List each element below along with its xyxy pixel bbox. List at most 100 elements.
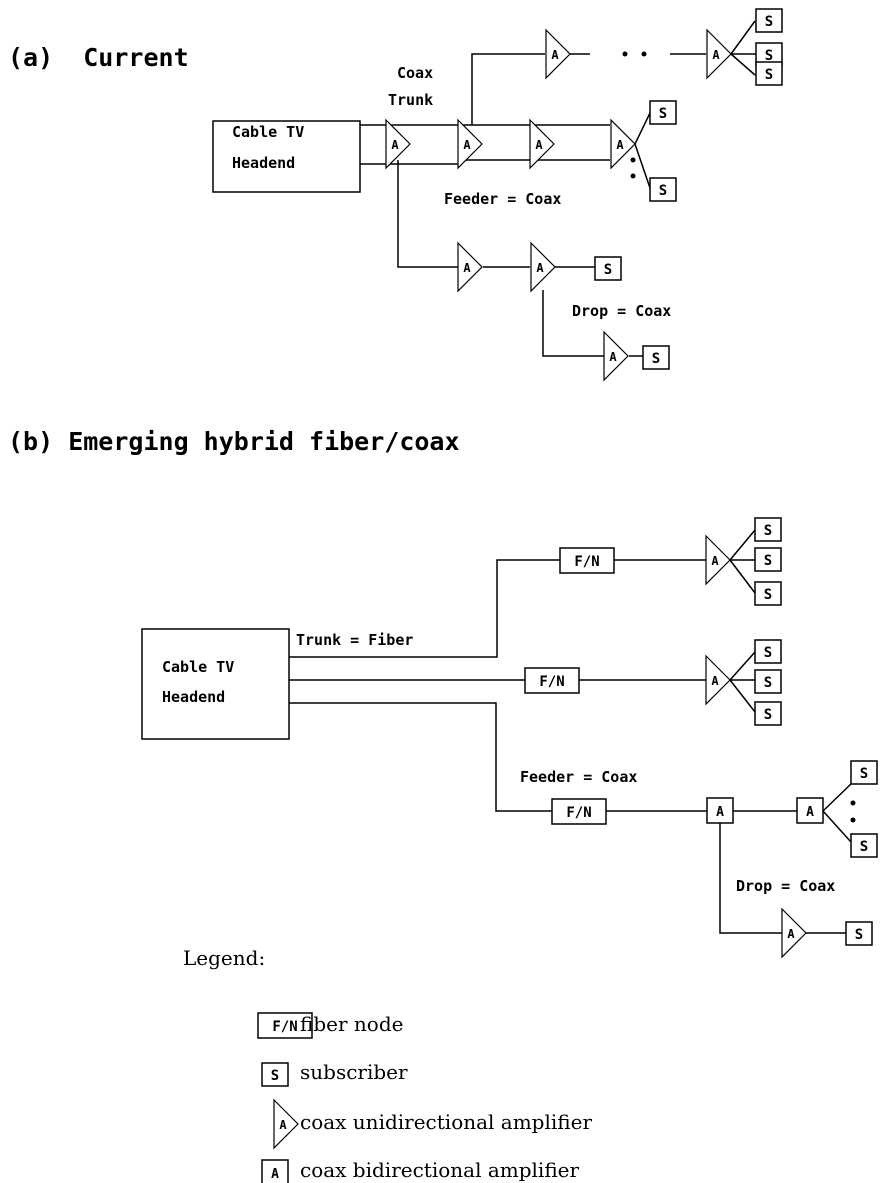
amplifier-letter: A	[463, 138, 471, 152]
lower-ellipsis-dot	[850, 817, 856, 823]
fiber-node-label: F/N	[574, 554, 599, 570]
legend-uni-amp-symbol: A	[273, 1098, 299, 1150]
legend-title: Legend:	[183, 946, 265, 970]
lower-branch-amplifier: A	[530, 241, 556, 293]
upper-fan-lines	[729, 529, 756, 594]
fiber-node-label: F/N	[272, 1019, 297, 1035]
middle-fan-lines	[729, 651, 756, 713]
lower-fan-lines	[822, 783, 852, 843]
right-fan-lines	[634, 112, 651, 189]
subscriber-upper-3	[754, 581, 782, 606]
amplifier-letter: A	[711, 674, 719, 688]
feeder-amplifier: A	[457, 118, 483, 170]
fiber-trunk-upper	[289, 559, 560, 658]
legend-bi-amp-text: coax bidirectional amplifier	[300, 1158, 579, 1182]
bidirectional-amplifier-1	[706, 797, 734, 824]
fiber-trunk-lower	[289, 702, 552, 812]
fiber-node-label: F/N	[566, 805, 591, 821]
subscriber-letter: S	[271, 1068, 279, 1084]
top-branch-amplifier: A	[545, 28, 571, 80]
headend-b-label-line2: Headend	[162, 688, 225, 706]
feeder-b-label: Feeder = Coax	[520, 768, 637, 786]
amplifier-triangle	[610, 118, 636, 170]
amplifier-letter: A	[535, 138, 543, 152]
subscriber-letter: S	[860, 839, 868, 855]
amplifier-triangle	[603, 330, 629, 382]
headend-a-label-line1: Cable TV	[232, 123, 304, 141]
subscriber-letter: S	[764, 707, 772, 723]
fiber-node-upper	[559, 547, 615, 574]
subscriber-letter: S	[765, 67, 773, 83]
feeder-a-label: Feeder = Coax	[444, 190, 561, 208]
fiber-node-lower	[551, 798, 607, 825]
subscriber-drop-b	[845, 921, 873, 946]
diagram-labels: (a) Current Cable TV Headend Coax Trunk …	[8, 43, 835, 1182]
amplifier-letter: A	[551, 48, 559, 62]
headend-b-box	[141, 628, 290, 740]
top-branch-line	[471, 53, 545, 125]
top-fan-lines	[730, 20, 756, 76]
section-b-title: (b) Emerging hybrid fiber/coax	[8, 427, 460, 456]
lower-ellipsis-dot	[850, 800, 856, 806]
feeder-amplifier: A	[610, 118, 636, 170]
amplifier-triangle	[705, 534, 731, 586]
amplifier-letter: A	[787, 927, 795, 941]
upper-fan-amplifier: A	[705, 534, 731, 586]
amplifier-triangle	[781, 907, 807, 959]
subscriber-upper-1	[754, 517, 782, 542]
fiber-node-middle	[524, 667, 580, 694]
subscriber-letter: S	[860, 766, 868, 782]
top-ellipsis-dot	[622, 51, 628, 57]
lower-branch-amplifier: A	[457, 241, 483, 293]
trunk-amplifier: A	[385, 118, 411, 170]
subscriber-letter: S	[765, 48, 773, 64]
trunk-a-lines	[360, 124, 460, 165]
lower-branch-line	[397, 160, 458, 268]
bidirectional-amplifier-letter: A	[716, 805, 724, 820]
subscriber-letter: S	[604, 262, 612, 278]
lower-drop-branch	[542, 290, 604, 357]
drop-b-line	[719, 823, 782, 934]
drop-a-label: Drop = Coax	[572, 302, 671, 320]
subscriber-middle-2	[754, 669, 782, 694]
amplifier-letter: A	[616, 138, 624, 152]
subscriber-top-1	[755, 8, 783, 33]
amplifier-triangle	[706, 28, 732, 80]
coax-trunk-label-line1: Coax	[397, 64, 433, 82]
headend-b-label-line1: Cable TV	[162, 658, 234, 676]
drop-amplifier: A	[603, 330, 629, 382]
subscriber-letter: S	[659, 106, 667, 122]
connection-lines	[289, 20, 852, 934]
headend-a-box	[212, 120, 361, 193]
legend-bi-amp-symbol	[261, 1159, 289, 1183]
subscriber-letter: S	[765, 14, 773, 30]
subscriber-right-1	[649, 100, 677, 125]
top-ellipsis-dot	[641, 51, 647, 57]
amplifier-triangle	[385, 118, 411, 170]
amplifier-letter: A	[609, 350, 617, 364]
amplifier-letter: A	[391, 138, 399, 152]
amplifier-letter: A	[712, 48, 720, 62]
subscriber-right-2	[649, 177, 677, 202]
fiber-node-label: F/N	[539, 674, 564, 690]
subscriber-letter: S	[652, 351, 660, 367]
amplifier-letter: A	[711, 554, 719, 568]
subscriber-letter: S	[659, 183, 667, 199]
amplifier-triangle	[457, 241, 483, 293]
subscriber-lower-1	[850, 760, 878, 785]
right-ellipsis-dot	[630, 173, 636, 179]
subscriber-letter: S	[764, 553, 772, 569]
subscriber-drop-1	[594, 256, 622, 281]
subscriber-letter: S	[855, 927, 863, 943]
middle-fan-amplifier: A	[705, 654, 731, 706]
headend-a-label-line2: Headend	[232, 154, 295, 172]
amplifier-triangle	[457, 118, 483, 170]
trunk-fiber-label: Trunk = Fiber	[296, 631, 413, 649]
subscriber-letter: S	[764, 587, 772, 603]
subscriber-letter: S	[764, 523, 772, 539]
amplifier-triangle	[705, 654, 731, 706]
amplifier-letter: A	[463, 261, 471, 275]
amplifier-letter: A	[279, 1118, 287, 1132]
